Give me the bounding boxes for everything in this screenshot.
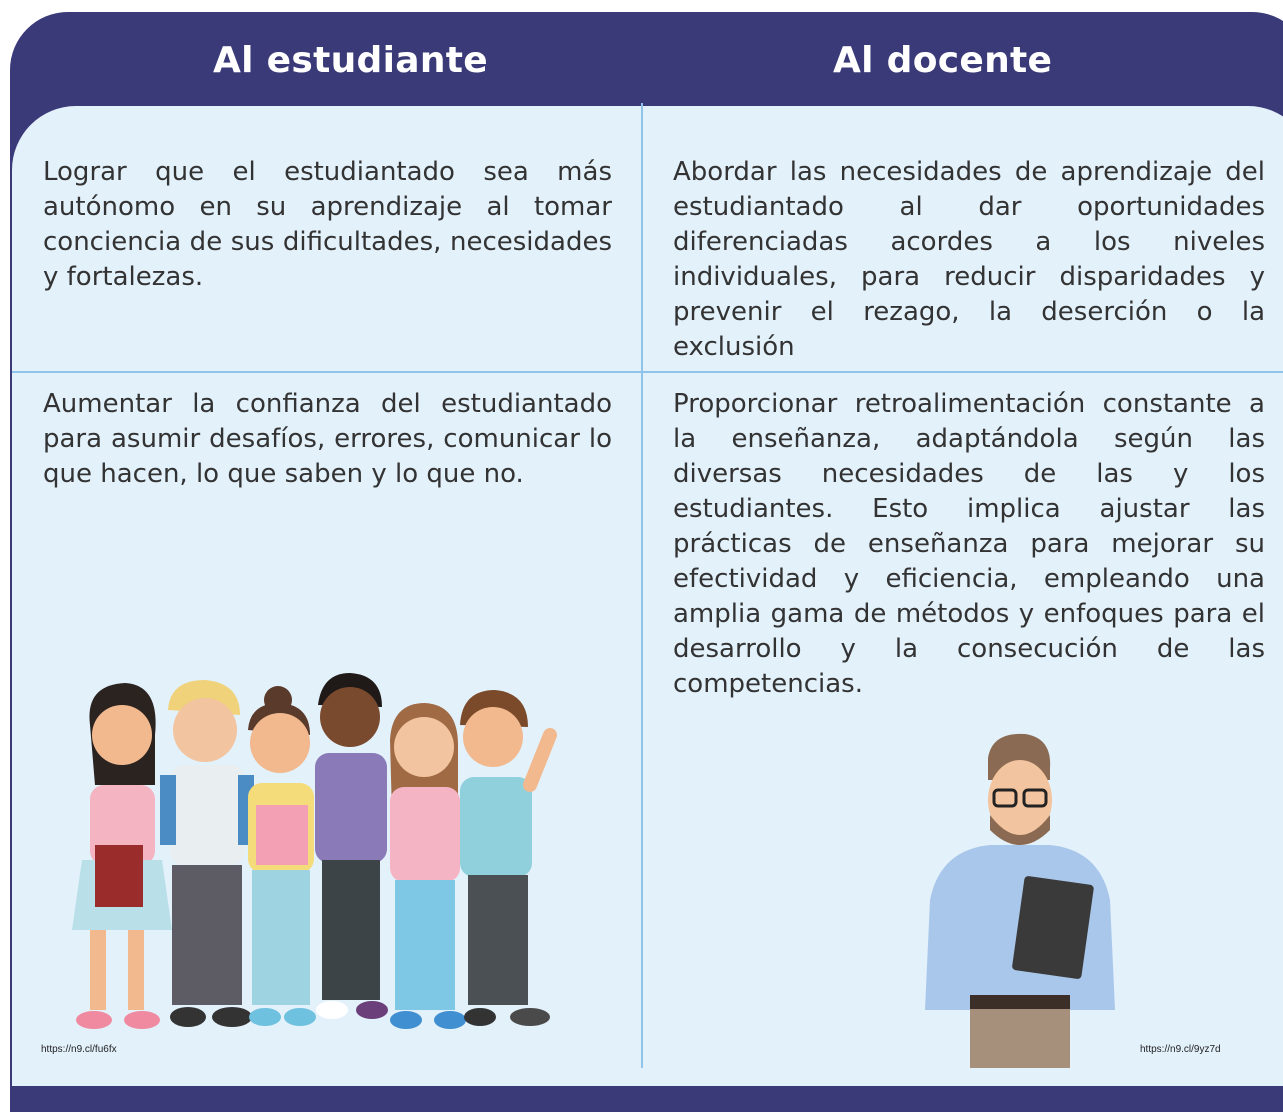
student-figure	[72, 683, 172, 1029]
row-divider	[12, 371, 1283, 373]
column-divider	[641, 106, 643, 1068]
cell-teacher-row1: Abordar las necesidades de aprendizaje d…	[673, 157, 1265, 362]
cell-teacher-row2: Proporcionar retroalimentación constante…	[673, 389, 1265, 699]
student-figure	[248, 686, 316, 1026]
teacher-illustration	[925, 733, 1115, 1068]
source-link-students: https://n9.cl/fu6fx	[41, 1044, 117, 1055]
student-figure	[460, 690, 557, 1026]
student-figure	[315, 673, 388, 1019]
student-figure	[390, 703, 466, 1029]
student-figure	[160, 680, 254, 1027]
source-link-teacher: https://n9.cl/9yz7d	[1140, 1044, 1221, 1055]
table-header: Al estudiante Al docente	[10, 12, 1283, 107]
column-title-teacher: Al docente	[833, 40, 1053, 81]
column-title-student: Al estudiante	[213, 40, 488, 81]
students-group-illustration	[72, 673, 557, 1029]
cell-student-row2: Aumentar la confianza del estudiantado p…	[43, 389, 612, 489]
cell-student-row1: Lograr que el estudiantado sea más autón…	[43, 157, 612, 292]
